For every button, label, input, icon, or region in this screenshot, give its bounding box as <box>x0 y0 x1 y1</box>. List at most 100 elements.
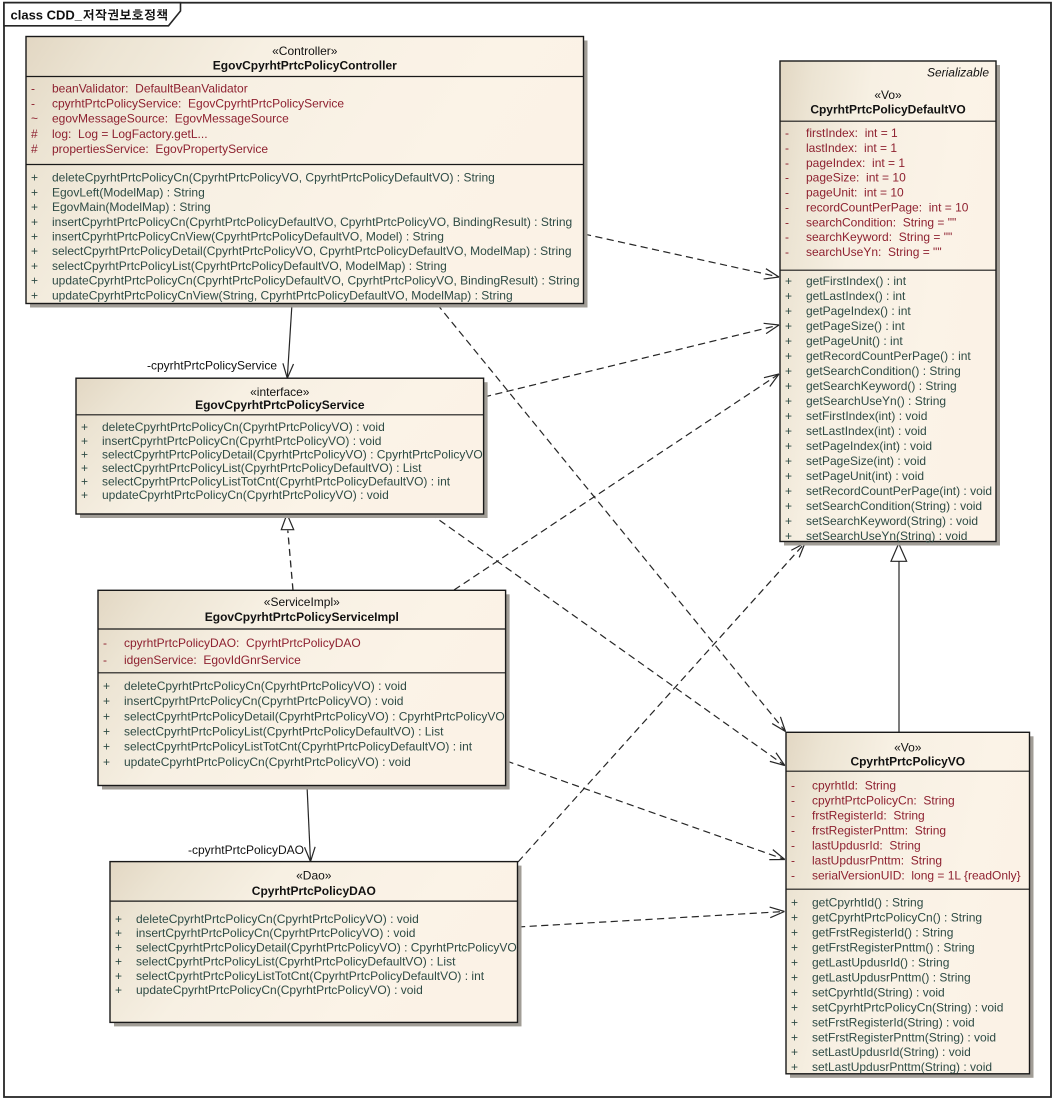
svg-text:getCpyrhtPrtcPolicyCn() : Stri: getCpyrhtPrtcPolicyCn() : String <box>812 911 982 925</box>
svg-text:setPageSize(int) : void: setPageSize(int) : void <box>806 454 926 468</box>
svg-text:updateCpyrhtPrtcPolicyCnView(S: updateCpyrhtPrtcPolicyCnView(String, Cpy… <box>52 288 513 302</box>
svg-text:lastUpdusrId: String: lastUpdusrId: String <box>812 838 921 852</box>
svg-text:setLastIndex(int) : void: setLastIndex(int) : void <box>806 424 927 438</box>
svg-text:+: + <box>791 1030 798 1044</box>
svg-text:«interface»: «interface» <box>250 385 310 399</box>
svg-text:EgovCpyrhtPrtcPolicyService: EgovCpyrhtPrtcPolicyService <box>195 398 365 412</box>
svg-text:+: + <box>791 911 798 925</box>
svg-text:+: + <box>785 469 792 483</box>
svg-text:-cpyrhtPrtcPolicyDAO: -cpyrhtPrtcPolicyDAO <box>188 843 304 857</box>
svg-text:+: + <box>115 969 122 983</box>
svg-text:-: - <box>785 200 789 214</box>
svg-text:+: + <box>81 434 88 448</box>
svg-text:class CDD_: class CDD_ <box>11 7 83 22</box>
svg-text:+: + <box>81 420 88 434</box>
svg-text:pageUnit: int = 10: pageUnit: int = 10 <box>806 186 904 200</box>
svg-text:+: + <box>791 985 798 999</box>
svg-text:searchUseYn: String = "": searchUseYn: String = "" <box>806 245 942 259</box>
svg-text:+: + <box>785 424 792 438</box>
svg-text:setPageUnit(int) : void: setPageUnit(int) : void <box>806 469 924 483</box>
svg-text:pageIndex: int = 1: pageIndex: int = 1 <box>806 156 905 170</box>
svg-text:Serializable: Serializable <box>927 66 989 80</box>
svg-text:+: + <box>115 926 122 940</box>
svg-text:+: + <box>31 288 38 302</box>
svg-text:+: + <box>31 200 38 214</box>
svg-text:-: - <box>785 230 789 244</box>
svg-text:EgovCpyrhtPrtcPolicyServiceImp: EgovCpyrhtPrtcPolicyServiceImpl <box>205 610 399 624</box>
svg-text:getPageUnit() : int: getPageUnit() : int <box>806 334 903 348</box>
svg-text:deleteCpyrhtPrtcPolicyCn(Cpyrh: deleteCpyrhtPrtcPolicyCn(CpyrhtPrtcPolic… <box>124 679 407 693</box>
svg-text:getLastUpdusrPnttm() : String: getLastUpdusrPnttm() : String <box>812 971 971 985</box>
svg-text:deleteCpyrhtPrtcPolicyCn(Cpyrh: deleteCpyrhtPrtcPolicyCn(CpyrhtPrtcPolic… <box>52 171 495 185</box>
svg-text:+: + <box>31 171 38 185</box>
svg-text:«ServiceImpl»: «ServiceImpl» <box>264 595 340 609</box>
svg-text:selectCpyrhtPrtcPolicyList(Cpy: selectCpyrhtPrtcPolicyList(CpyrhtPrtcPol… <box>124 725 444 739</box>
svg-text:-: - <box>785 186 789 200</box>
svg-text:+: + <box>785 364 792 378</box>
svg-text:getLastIndex() : int: getLastIndex() : int <box>806 289 906 303</box>
svg-text:cpyrhtPrtcPolicyService: Egov: cpyrhtPrtcPolicyService: EgovCpyrhtPrtcP… <box>52 97 344 111</box>
svg-text:getSearchKeyword() : String: getSearchKeyword() : String <box>806 379 957 393</box>
svg-text:selectCpyrhtPrtcPolicyDetail(C: selectCpyrhtPrtcPolicyDetail(CpyrhtPrtcP… <box>102 447 483 461</box>
svg-text:#: # <box>31 142 38 156</box>
svg-text:+: + <box>81 475 88 489</box>
svg-text:-: - <box>785 245 789 259</box>
svg-text:insertCpyrhtPrtcPolicyCn(Cpyrh: insertCpyrhtPrtcPolicyCn(CpyrhtPrtcPolic… <box>52 215 572 229</box>
svg-text:+: + <box>103 709 110 723</box>
svg-text:frstRegisterId: String: frstRegisterId: String <box>812 808 925 822</box>
svg-text:updateCpyrhtPrtcPolicyCn(Cpyrh: updateCpyrhtPrtcPolicyCn(CpyrhtPrtcPolic… <box>102 488 389 502</box>
svg-text:#: # <box>31 127 38 141</box>
svg-text:recordCountPerPage: int = 10: recordCountPerPage: int = 10 <box>806 200 969 214</box>
svg-text:firstIndex: int = 1: firstIndex: int = 1 <box>806 126 898 140</box>
svg-text:propertiesService: EgovProper: propertiesService: EgovPropertyService <box>52 142 268 156</box>
svg-text:log: Log = LogFactory.getL...: log: Log = LogFactory.getL... <box>52 127 208 141</box>
svg-text:deleteCpyrhtPrtcPolicyCn(Cpyrh: deleteCpyrhtPrtcPolicyCn(CpyrhtPrtcPolic… <box>102 420 385 434</box>
svg-text:+: + <box>785 304 792 318</box>
svg-text:«Controller»: «Controller» <box>272 44 338 58</box>
svg-text:setSearchUseYn(String) : void: setSearchUseYn(String) : void <box>806 529 967 543</box>
svg-text:+: + <box>791 1060 798 1074</box>
svg-text:getLastUpdusrId() : String: getLastUpdusrId() : String <box>812 956 949 970</box>
svg-text:-: - <box>791 778 795 792</box>
svg-text:+: + <box>785 529 792 543</box>
svg-text:+: + <box>785 499 792 513</box>
svg-text:+: + <box>785 514 792 528</box>
svg-text:insertCpyrhtPrtcPolicyCnView(C: insertCpyrhtPrtcPolicyCnView(CpyrhtPrtcP… <box>52 230 444 244</box>
svg-text:updateCpyrhtPrtcPolicyCn(Cpyrh: updateCpyrhtPrtcPolicyCn(CpyrhtPrtcPolic… <box>136 983 423 997</box>
svg-text:-: - <box>791 853 795 867</box>
svg-text:selectCpyrhtPrtcPolicyListTotC: selectCpyrhtPrtcPolicyListTotCnt(CpyrhtP… <box>124 740 473 754</box>
svg-text:+: + <box>785 439 792 453</box>
svg-text:+: + <box>103 679 110 693</box>
svg-text:setCpyrhtId(String) : void: setCpyrhtId(String) : void <box>812 985 945 999</box>
svg-text:+: + <box>31 244 38 258</box>
svg-text:-: - <box>791 808 795 822</box>
svg-text:-: - <box>791 838 795 852</box>
svg-text:setLastUpdusrId(String) : void: setLastUpdusrId(String) : void <box>812 1045 971 1059</box>
svg-text:+: + <box>785 409 792 423</box>
svg-text:getPageSize() : int: getPageSize() : int <box>806 319 905 333</box>
svg-text:+: + <box>81 488 88 502</box>
svg-text:cpyrhtId: String: cpyrhtId: String <box>812 778 896 792</box>
svg-text:+: + <box>785 454 792 468</box>
svg-text:-: - <box>785 141 789 155</box>
svg-text:lastIndex: int = 1: lastIndex: int = 1 <box>806 141 897 155</box>
svg-text:+: + <box>785 334 792 348</box>
svg-text:+: + <box>791 971 798 985</box>
svg-text:getFirstIndex() : int: getFirstIndex() : int <box>806 274 907 288</box>
svg-text:+: + <box>791 956 798 970</box>
svg-text:setPageIndex(int) : void: setPageIndex(int) : void <box>806 439 932 453</box>
svg-text:setFirstIndex(int) : void: setFirstIndex(int) : void <box>806 409 927 423</box>
svg-text:«Dao»: «Dao» <box>296 869 332 883</box>
svg-text:lastUpdusrPnttm: String: lastUpdusrPnttm: String <box>812 853 942 867</box>
svg-text:+: + <box>115 983 122 997</box>
svg-text:setFrstRegisterPnttm(String) :: setFrstRegisterPnttm(String) : void <box>812 1030 996 1044</box>
svg-text:setSearchKeyword(String) : voi: setSearchKeyword(String) : void <box>806 514 978 528</box>
svg-text:selectCpyrhtPrtcPolicyList(Cpy: selectCpyrhtPrtcPolicyList(CpyrhtPrtcPol… <box>102 461 422 475</box>
svg-text:+: + <box>31 215 38 229</box>
svg-text:setFrstRegisterId(String) : vo: setFrstRegisterId(String) : void <box>812 1015 975 1029</box>
svg-text:setRecordCountPerPage(int) : v: setRecordCountPerPage(int) : void <box>806 484 992 498</box>
svg-text:-: - <box>791 868 795 882</box>
svg-text:+: + <box>31 230 38 244</box>
svg-text:-: - <box>31 97 35 111</box>
svg-text:+: + <box>785 394 792 408</box>
